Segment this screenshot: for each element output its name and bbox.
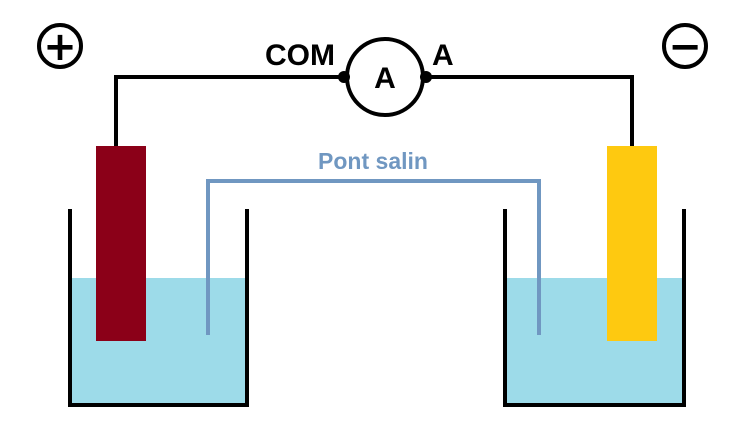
com-terminal-label: COM [265, 39, 335, 72]
right-wire [426, 75, 634, 147]
com-terminal-dot [338, 71, 350, 83]
right-beaker-solution [505, 278, 684, 405]
left-electrode [96, 146, 146, 341]
left-beaker [68, 209, 249, 407]
salt-bridge-tube [206, 179, 541, 335]
plus-circle-icon: + [37, 23, 83, 70]
minus-circle-icon: − [662, 23, 708, 70]
right-beaker [503, 209, 686, 407]
right-polarity-sign: − [668, 24, 702, 70]
left-polarity-sign: + [43, 24, 77, 70]
ammeter-icon: A [338, 37, 432, 117]
a-terminal-label: A [432, 39, 454, 72]
right-electrode [607, 146, 657, 341]
salt-bridge-label: Pont salin [318, 148, 428, 174]
left-wire [114, 75, 344, 147]
a-terminal-dot [420, 71, 432, 83]
ammeter-symbol: A [374, 62, 396, 95]
